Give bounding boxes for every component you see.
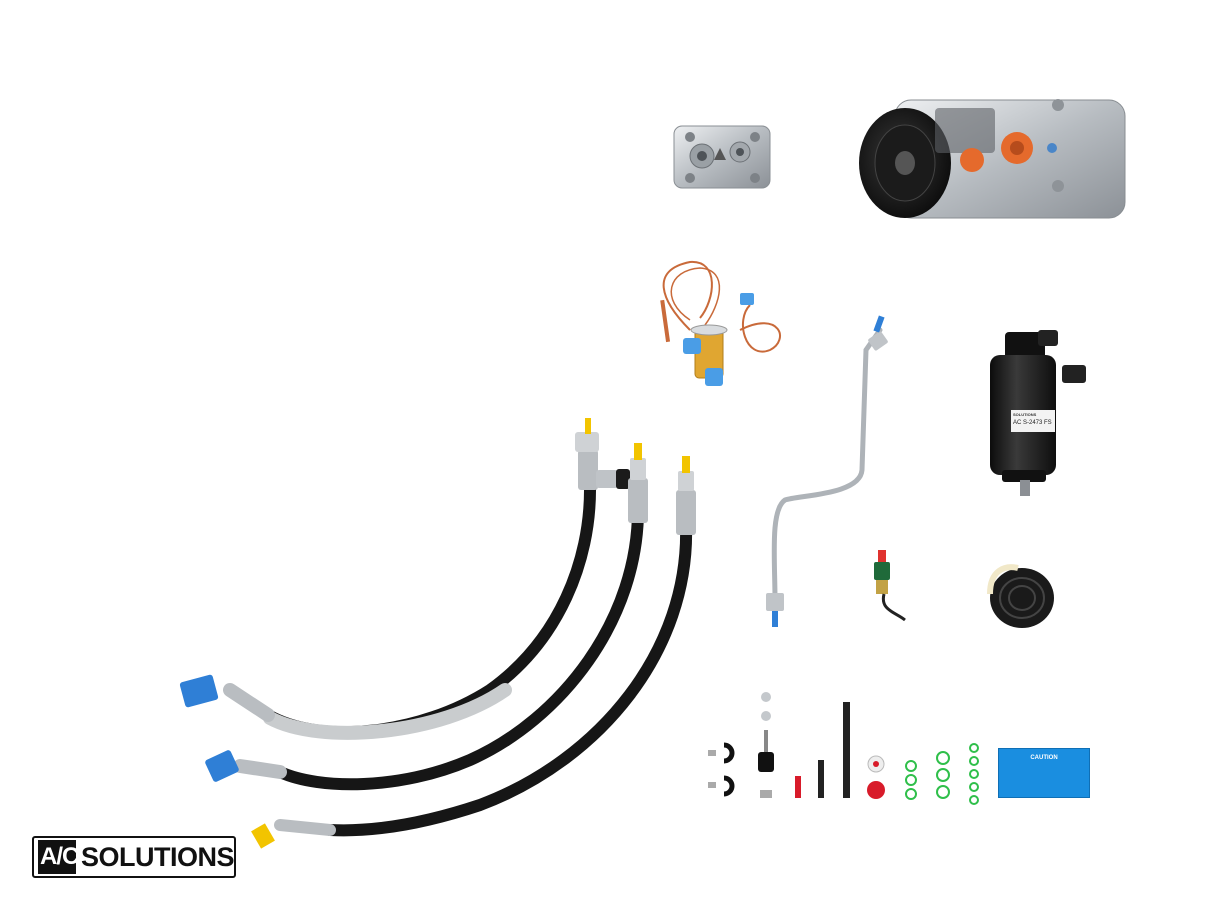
ac-compressor: [859, 99, 1126, 219]
brand-logo: A/C SOLUTIONS: [32, 836, 236, 878]
caution-label-title: CAUTION: [1030, 755, 1058, 761]
expansion-valve: [660, 260, 781, 386]
liquid-hose: [251, 456, 696, 849]
logo-text: SOLUTIONS: [80, 841, 235, 872]
hardware-bolts: [758, 692, 774, 798]
hardware-tubes: [795, 702, 850, 798]
receiver-drier-part-number: AC S-2473 FS: [1013, 420, 1052, 426]
insulation-tape-roll: [987, 564, 1054, 628]
discharge-hose: [205, 443, 648, 791]
logo-mark-text: A/C: [40, 843, 79, 870]
logo-mark: A/C: [36, 838, 79, 876]
o-ring-set: [905, 743, 979, 805]
hardware-clamps: [708, 742, 735, 797]
expansion-block-fitting: [673, 125, 771, 189]
aluminum-hard-line: [766, 315, 888, 627]
caution-label-card: CAUTION: [998, 748, 1090, 798]
receiver-drier-label: SOLUTIONS AC S-2473 FS: [1011, 410, 1055, 432]
receiver-drier-brand: SOLUTIONS: [1013, 412, 1037, 417]
pressure-switch: [874, 550, 906, 622]
service-valve-caps: [867, 755, 885, 799]
suction-hose: [179, 418, 630, 740]
